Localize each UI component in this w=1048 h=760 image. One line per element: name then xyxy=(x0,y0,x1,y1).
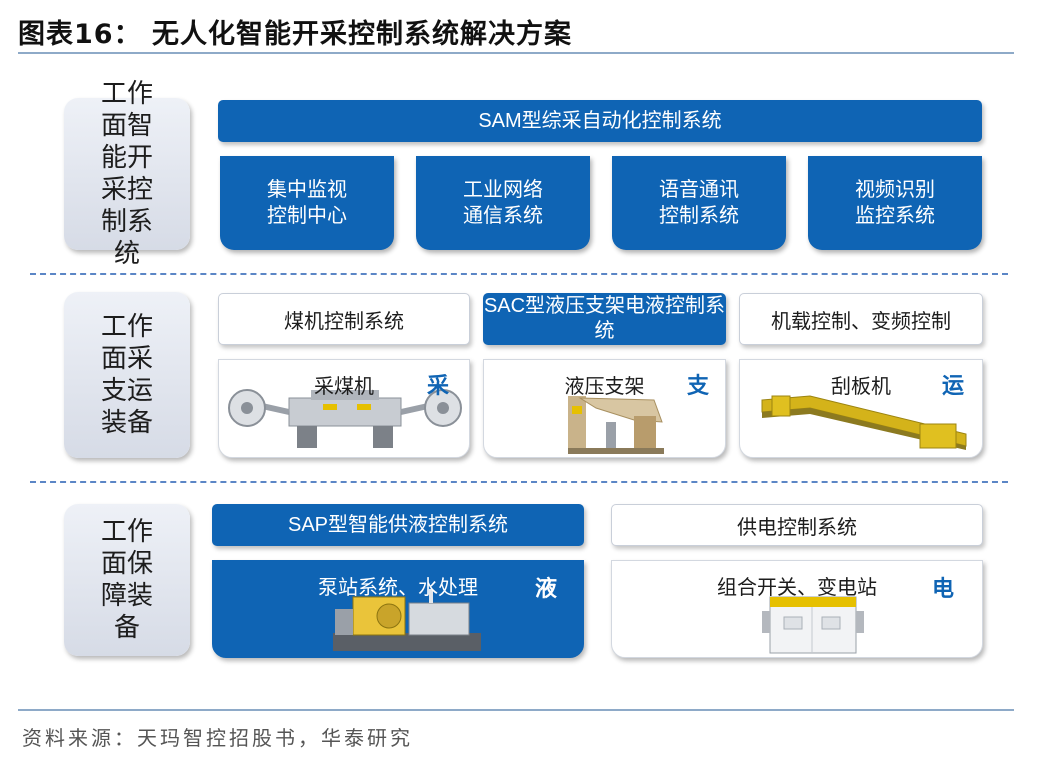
tile-voice-comm-label: 语音通讯控制系统 xyxy=(659,179,739,227)
title-rule xyxy=(18,52,1014,54)
scraper-conveyor-icon xyxy=(761,395,967,450)
header-power-control: 供电控制系统 xyxy=(611,504,983,546)
tile-video-recognition-label: 视频识别监控系统 xyxy=(855,179,935,227)
tile-monitor-center-label: 集中监视控制中心 xyxy=(267,179,347,227)
row-label-equipment-text: 工作面采支运装备 xyxy=(100,312,153,438)
caption-hydraulic-support: 液压支架 xyxy=(564,376,645,398)
caption-switchgear: 组合开关、变电站 xyxy=(717,577,877,599)
tile-industrial-network-label: 工业网络通信系统 xyxy=(463,179,543,227)
tile-video-recognition: 视频识别监控系统 xyxy=(808,156,982,250)
tag-liquid: 液 xyxy=(534,576,557,601)
header-shearer-control: 煤机控制系统 xyxy=(218,293,470,345)
divider-1 xyxy=(30,273,1008,275)
row-label-control: 工作面智能开采控制系统 xyxy=(64,79,190,269)
card-switchgear: 组合开关、变电站 电 xyxy=(611,560,983,658)
tag-support: 支 xyxy=(686,373,709,398)
tag-transport: 运 xyxy=(941,373,964,398)
shearer-icon xyxy=(228,389,462,448)
source-rule xyxy=(18,709,1014,711)
tile-monitor-center: 集中监视控制中心 xyxy=(220,156,394,250)
tag-power: 电 xyxy=(931,576,954,601)
tile-voice-comm: 语音通讯控制系统 xyxy=(612,156,786,250)
row-label-control-text: 工作面智能开采控制系统 xyxy=(100,79,153,269)
divider-2 xyxy=(30,481,1008,483)
row-label-equipment: 工作面采支运装备 xyxy=(64,292,190,458)
figure-title: 图表16： 无人化智能开采控制系统解决方案 xyxy=(18,19,572,50)
header-onboard-control: 机载控制、变频控制 xyxy=(739,293,983,345)
tag-mining: 采 xyxy=(426,373,449,398)
switchgear-icon xyxy=(762,596,864,654)
card-scraper-conveyor: 刮板机 运 xyxy=(739,359,983,458)
row-label-support: 工作面保障装备 xyxy=(64,504,190,656)
tile-industrial-network: 工业网络通信系统 xyxy=(416,156,590,250)
caption-shearer: 采煤机 xyxy=(314,376,374,398)
caption-pump-station: 泵站系统、水处理 xyxy=(318,577,478,599)
card-shearer: 采煤机 采 xyxy=(218,359,470,458)
figure-source: 资料来源：天玛智控招股书，华泰研究 xyxy=(22,726,413,750)
card-hydraulic-support: 液压支架 支 xyxy=(483,359,726,458)
caption-scraper-conveyor: 刮板机 xyxy=(831,376,891,398)
sam-header: SAM型综采自动化控制系统 xyxy=(218,100,982,142)
header-sap-supply: SAP型智能供液控制系统 xyxy=(212,504,584,546)
hydraulic-support-icon xyxy=(568,396,664,454)
header-sac-control: SAC型液压支架电液控制系统 xyxy=(483,293,726,345)
pump-station-icon xyxy=(333,589,481,651)
row-label-support-text: 工作面保障装备 xyxy=(100,517,153,643)
card-pump-station: 泵站系统、水处理 液 xyxy=(212,560,584,658)
